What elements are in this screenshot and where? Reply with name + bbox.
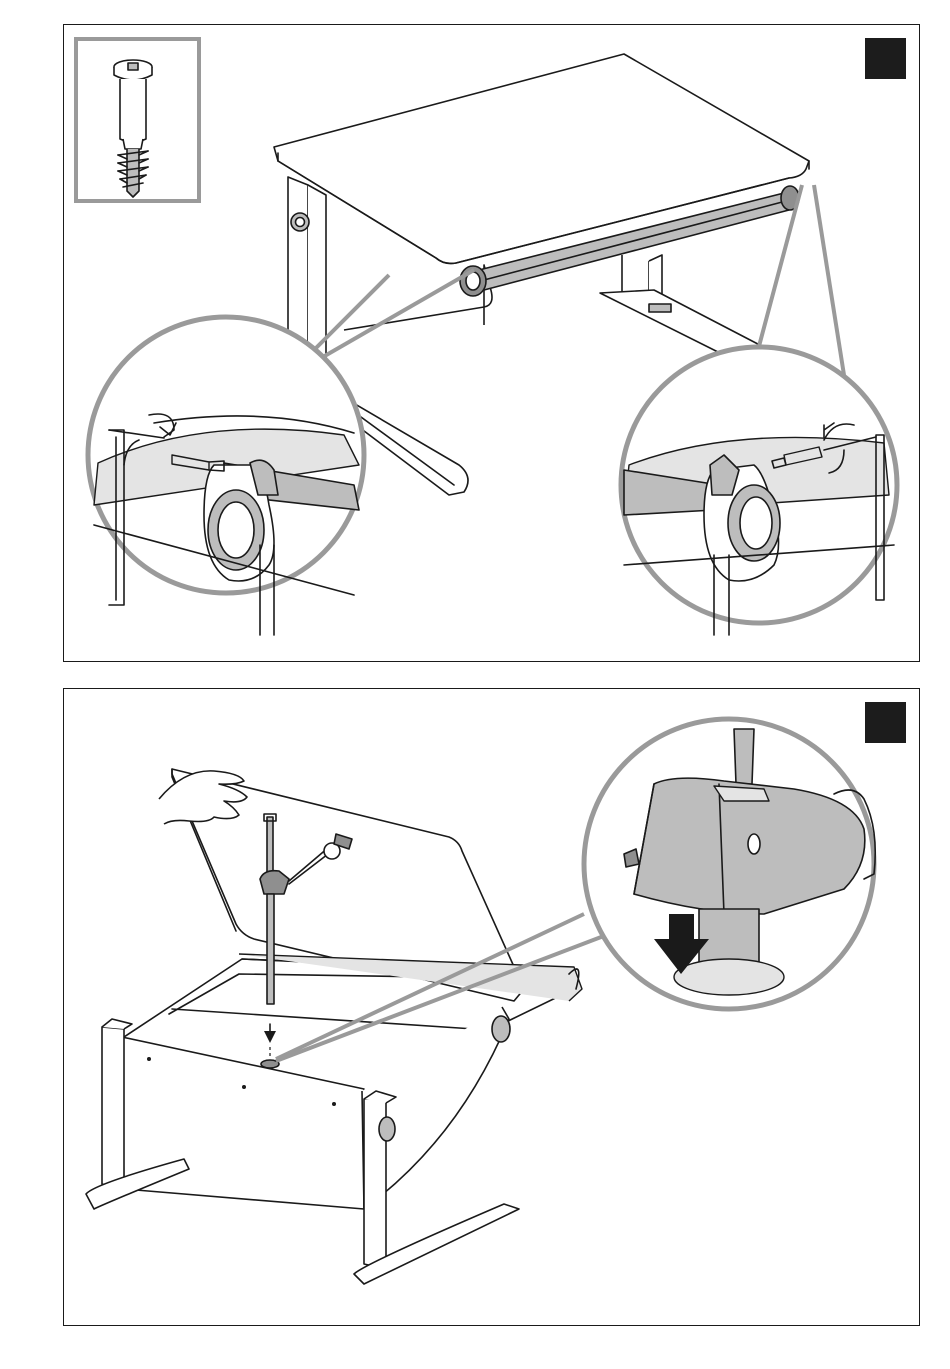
desk-assembly-drawing	[64, 25, 921, 663]
assembly-step-panel-1	[63, 24, 920, 662]
gas-spring-assembly-drawing	[64, 689, 921, 1327]
assembly-step-panel-2	[63, 688, 920, 1326]
